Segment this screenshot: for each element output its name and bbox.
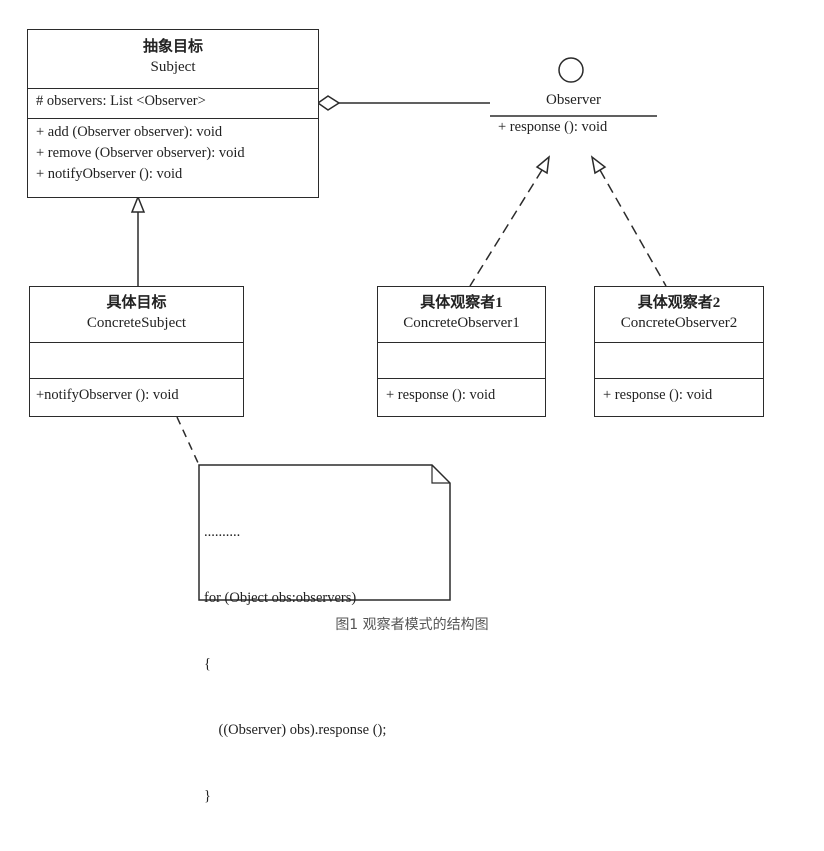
concrete-observer1-name-en: ConcreteObserver1 — [403, 315, 520, 331]
realization-arrowhead-2 — [590, 155, 607, 175]
concrete-observer1-header: 具体观察者1 ConcreteObserver1 — [378, 287, 545, 343]
realization-arrowhead-1 — [535, 155, 550, 175]
note-line-open-brace: { — [204, 656, 211, 672]
subject-header: 抽象目标 Subject — [28, 30, 318, 89]
concrete-subject-method: +notifyObserver (): void — [36, 387, 179, 403]
subject-attributes: # observers: List <Observer> — [28, 89, 318, 119]
concrete-observer2-method: + response (): void — [603, 387, 713, 403]
interface-icon — [558, 57, 584, 83]
concrete-subject-class: 具体目标 ConcreteSubject +notifyObserver ():… — [29, 286, 244, 417]
note-shape — [198, 464, 451, 601]
subject-attribute: # observers: List <Observer> — [36, 93, 206, 109]
note-content: .......... for (Object obs:observers) { … — [204, 477, 386, 851]
note-line-for: for (Object obs:observers) — [204, 590, 357, 606]
concrete-observer2-header: 具体观察者2 ConcreteObserver2 — [595, 287, 763, 343]
diagram-connectors — [130, 57, 667, 601]
concrete-subject-methods: +notifyObserver (): void — [30, 379, 243, 406]
subject-class: 抽象目标 Subject # observers: List <Observer… — [27, 29, 319, 198]
note-line-close-brace: } — [204, 788, 211, 804]
concrete-observer2-name-cn: 具体观察者2 — [637, 295, 721, 311]
concrete-subject-name-en: ConcreteSubject — [86, 315, 187, 331]
note-fold — [431, 465, 450, 484]
subject-method-add: + add (Observer observer): void — [36, 124, 223, 140]
concrete-observer2-name-en: ConcreteObserver2 — [620, 315, 738, 331]
subject-name-cn: 抽象目标 — [142, 39, 203, 55]
note-line-response: ((Observer) obs).response (); — [204, 722, 387, 738]
subject-method-remove: + remove (Observer observer): void — [36, 145, 245, 161]
note-line-ellipsis: .......... — [204, 524, 241, 540]
concrete-observer1-method: + response (): void — [386, 387, 496, 403]
generalization-arrowhead — [130, 194, 146, 213]
concrete-subject-attributes — [30, 343, 243, 379]
concrete-observer1-class: 具体观察者1 ConcreteObserver1 + response (): … — [377, 286, 546, 417]
figure-caption: 图1 观察者模式的结构图 — [335, 617, 489, 633]
observer-interface-method: + response (): void — [498, 119, 608, 135]
concrete-observer1-name-cn: 具体观察者1 — [420, 295, 503, 311]
uml-diagram: 抽象目标 Subject # observers: List <Observer… — [27, 29, 764, 804]
subject-method-notify: + notifyObserver (): void — [36, 166, 183, 182]
concrete-observer1-attributes — [378, 343, 545, 379]
concrete-subject-header: 具体目标 ConcreteSubject — [30, 287, 243, 343]
concrete-observer2-attributes — [595, 343, 763, 379]
realization-line-2 — [599, 169, 667, 287]
concrete-observer2-methods: + response (): void — [595, 379, 763, 406]
aggregation-diamond — [316, 95, 341, 111]
realization-line-1 — [469, 169, 543, 287]
note-anchor-line — [176, 416, 200, 466]
subject-methods: + add (Observer observer): void + remove… — [28, 119, 318, 185]
concrete-observer2-class: 具体观察者2 ConcreteObserver2 + response (): … — [594, 286, 764, 417]
observer-interface-name: Observer — [546, 92, 601, 108]
concrete-observer1-methods: + response (): void — [378, 379, 545, 406]
subject-name-en: Subject — [150, 59, 196, 75]
concrete-subject-name-cn: 具体目标 — [106, 295, 167, 311]
